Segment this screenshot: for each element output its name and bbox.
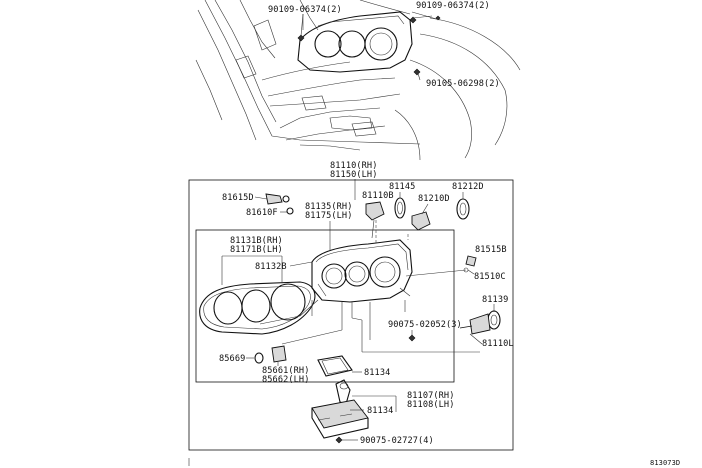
label-81110l: 81110L [482,339,514,349]
part-81135-81175: 81135(RH) 81175(LH) [305,202,352,250]
headlamp-housing-drawing [311,239,413,316]
part-81515b: 81515B [465,245,507,267]
part-90075-02052-screw: 90075-02052(3) [388,320,462,342]
diagram-code: 813073D [650,459,680,467]
label-81110-rh: 81110(RH) [330,161,377,171]
callout-bolt-lower: 90105-06298(2) [426,79,500,89]
label-81108-lh: 81108(LH) [407,400,454,410]
label-81210d: 81210D [418,194,450,204]
part-81510c: 81510C [463,267,506,282]
label-81171b-lh: 81171B(LH) [230,245,283,255]
part-85669-grommet: 85669 [219,352,264,364]
lens-cover-drawing [199,281,316,335]
label-81139: 81139 [482,295,508,305]
label-90075-02727: 90075-02727(4) [360,436,434,446]
label-90109-06374-left: 90109-06374(2) [268,5,342,15]
part-81134-gasket: 81134 [317,355,390,378]
assembly-header: 81110(RH) 81150(LH) [330,161,377,200]
part-81212d-cap: 81212D [452,182,484,220]
part-81210d-bulb: 81210D [411,194,450,231]
part-81110l: 81110L [482,339,514,349]
label-81132b: 81132B [255,262,287,272]
part-81145-cap: 81145 [389,182,415,219]
label-81510c: 81510C [474,272,506,282]
part-81132b: 81132B [255,261,313,272]
label-81134-gasket: 81134 [364,368,390,378]
label-90075-02052: 90075-02052(3) [388,320,462,330]
ballast-assembly-drawing [311,379,397,444]
part-90075-02727-screw: 90075-02727(4) [360,436,434,446]
label-81515b: 81515B [475,245,507,255]
label-85662-lh: 85662(LH) [262,375,309,385]
label-90105-06298: 90105-06298(2) [426,79,500,89]
part-81110b-bulb: 81110B [362,191,394,239]
label-81110b: 81110B [362,191,394,201]
callout-bolt-left-top: 90109-06374(2) [268,5,342,30]
label-81135-rh: 81135(RH) [305,202,352,212]
part-81134-ballast: 81134 [367,406,393,416]
label-90109-06374-right: 90109-06374(2) [416,1,490,11]
lens-housing-subframe [195,229,455,383]
part-85661-85662-actuator: 85661(RH) 85662(LH) [262,345,309,385]
label-85669: 85669 [219,354,245,364]
label-81610f: 81610F [246,208,278,218]
assembly-frame [188,179,514,451]
vehicle-front-illustration [195,0,521,161]
label-81615d: 81615D [222,193,254,203]
label-81175-lh: 81175(LH) [305,211,352,221]
part-81615d-bulb: 81615D [222,193,290,205]
part-81610f-socket: 81610F [246,207,294,218]
part-81139-hid-bulb: 81139 [459,295,508,345]
part-81107-81108-ballast: 81107(RH) 81108(LH) [407,391,454,410]
label-85661-rh: 85661(RH) [262,366,309,376]
label-81134-ballast: 81134 [367,406,393,416]
callout-bolt-right-top: 90109-06374(2) [411,1,490,21]
label-81212d: 81212D [452,182,484,192]
label-81145: 81145 [389,182,415,192]
label-81107-rh: 81107(RH) [407,391,454,401]
part-81131b-81171b-lens: 81131B(RH) 81171B(LH) [221,236,283,285]
label-81131b-rh: 81131B(RH) [230,236,283,246]
housing-leader-lines [259,220,480,353]
label-81150-lh: 81150(LH) [330,170,377,180]
